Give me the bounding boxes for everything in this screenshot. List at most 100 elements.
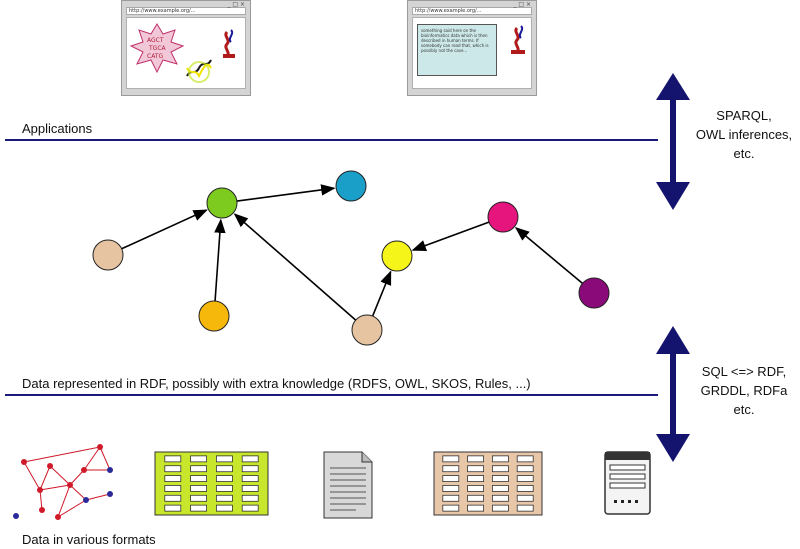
browser-content: AGCT TGCA CATG (126, 17, 246, 89)
spreadsheet-cell (442, 455, 460, 463)
rdf-graph-nodes (92, 170, 610, 346)
node-purple (578, 277, 610, 309)
browser-content: something said here on the bioinformatic… (412, 17, 532, 89)
spreadsheet-cell (241, 494, 259, 502)
spreadsheet-cell (241, 455, 259, 463)
document-icon (323, 451, 373, 519)
spreadsheet-cell (516, 504, 534, 512)
spreadsheet-cell (190, 475, 208, 482)
data-formats-label: Data in various formats (22, 532, 156, 547)
chromosome-icon (223, 29, 235, 58)
edge-magenta-to-yellow (411, 221, 490, 252)
dna-helix-icon (186, 59, 212, 83)
spreadsheet-cell (164, 485, 182, 492)
green-spreadsheet-icon (154, 451, 269, 516)
node-tan-middle (351, 314, 383, 346)
spreadsheet-cell (241, 475, 259, 482)
spreadsheet-cell (491, 485, 509, 492)
mapping-methods-label: SQL <=> RDF, GRDDL, RDFa etc. (690, 362, 798, 419)
spreadsheet-cell (516, 485, 534, 492)
edge-tan-left-to-green-hub (121, 209, 208, 250)
spreadsheet-cell (442, 485, 460, 492)
graph-network-icon (13, 444, 113, 520)
edge-tan-middle-to-yellow (371, 270, 392, 317)
address-bar[interactable]: http://www.example.org/... (412, 7, 532, 15)
svg-text:CATG: CATG (147, 53, 163, 60)
spreadsheet-cell (164, 455, 182, 463)
node-tan-left (92, 239, 124, 271)
spreadsheet-cell (491, 465, 509, 473)
spreadsheet-cell (241, 485, 259, 492)
spreadsheet-cell (215, 475, 233, 482)
svg-text:AGCT: AGCT (147, 37, 164, 44)
address-bar[interactable]: http://www.example.org/... (126, 7, 246, 15)
applications-label: Applications (22, 121, 93, 136)
edge-orange-bottom-to-green-hub (214, 218, 226, 302)
window-controls[interactable]: _ □ × (513, 1, 531, 8)
spreadsheet-cell (190, 485, 208, 492)
spreadsheet-cell (467, 455, 485, 463)
spreadsheet-cell (467, 485, 485, 492)
spreadsheet-cell (516, 494, 534, 502)
web-form-icon (604, 451, 651, 515)
spreadsheet-cell (467, 504, 485, 512)
rdf-graph-edges (121, 184, 583, 321)
spreadsheet-cell (467, 494, 485, 502)
spreadsheet-cell (442, 504, 460, 512)
spreadsheet-cell (491, 504, 509, 512)
spreadsheet-cell (442, 475, 460, 482)
side-label-line: SPARQL, (716, 108, 772, 123)
spreadsheet-cell (215, 485, 233, 492)
spreadsheet-cell (442, 465, 460, 473)
node-orange-bottom (198, 300, 230, 332)
browser-window-right: http://www.example.org/... _ □ × somethi… (407, 0, 537, 96)
data-rdf-label: Data represented in RDF, possibly with e… (22, 376, 531, 391)
spreadsheet-cell (190, 465, 208, 473)
spreadsheet-cell (491, 455, 509, 463)
spreadsheet-cell (190, 494, 208, 502)
spreadsheet-cell (516, 455, 534, 463)
spreadsheet-cell (491, 494, 509, 502)
spreadsheet-cell (164, 494, 182, 502)
spreadsheet-cell (241, 504, 259, 512)
tan-spreadsheet-icon (433, 451, 543, 516)
window-controls[interactable]: _ □ × (227, 1, 245, 8)
spreadsheet-cell (164, 475, 182, 482)
node-green-hub (206, 187, 238, 219)
chromosome-icon (511, 25, 525, 54)
spreadsheet-cell (491, 475, 509, 482)
spreadsheet-background (154, 451, 269, 516)
starburst-icon: AGCT TGCA CATG (129, 23, 185, 74)
node-cyan-top (335, 170, 367, 202)
spreadsheet-cell (442, 494, 460, 502)
spreadsheet-cell (215, 494, 233, 502)
spreadsheet-cell (190, 455, 208, 463)
bottom-double-arrow-icon (656, 326, 690, 462)
spreadsheet-cell (215, 504, 233, 512)
node-yellow (381, 240, 413, 272)
query-methods-label: SPARQL, OWL inferences, etc. (690, 106, 798, 163)
spreadsheet-cell (164, 465, 182, 473)
spreadsheet-cell (467, 475, 485, 482)
spreadsheet-cell (164, 504, 182, 512)
side-label-line: SQL <=> RDF, (701, 364, 787, 379)
browser-window-left: http://www.example.org/... _ □ × AGCT TG… (121, 0, 251, 96)
top-double-arrow-icon (656, 73, 690, 210)
spreadsheet-cell (215, 465, 233, 473)
edge-tan-middle-to-green-hub (233, 213, 357, 321)
svg-text:TGCA: TGCA (148, 45, 167, 52)
spreadsheet-cell (215, 455, 233, 463)
edge-purple-to-magenta (514, 226, 583, 284)
spreadsheet-background (433, 451, 543, 516)
side-label-line: etc. (733, 402, 755, 417)
side-label-line: GRDDL, RDFa (700, 383, 788, 398)
spreadsheet-cell (516, 475, 534, 482)
edge-green-hub-to-cyan-top (236, 184, 336, 202)
chromosome-image (511, 25, 525, 54)
description-text-box: something said here on the bioinformatic… (417, 24, 497, 76)
side-label-line: OWL inferences, (695, 127, 793, 142)
molecule-images: AGCT TGCA CATG (129, 23, 235, 83)
node-magenta (487, 201, 519, 233)
